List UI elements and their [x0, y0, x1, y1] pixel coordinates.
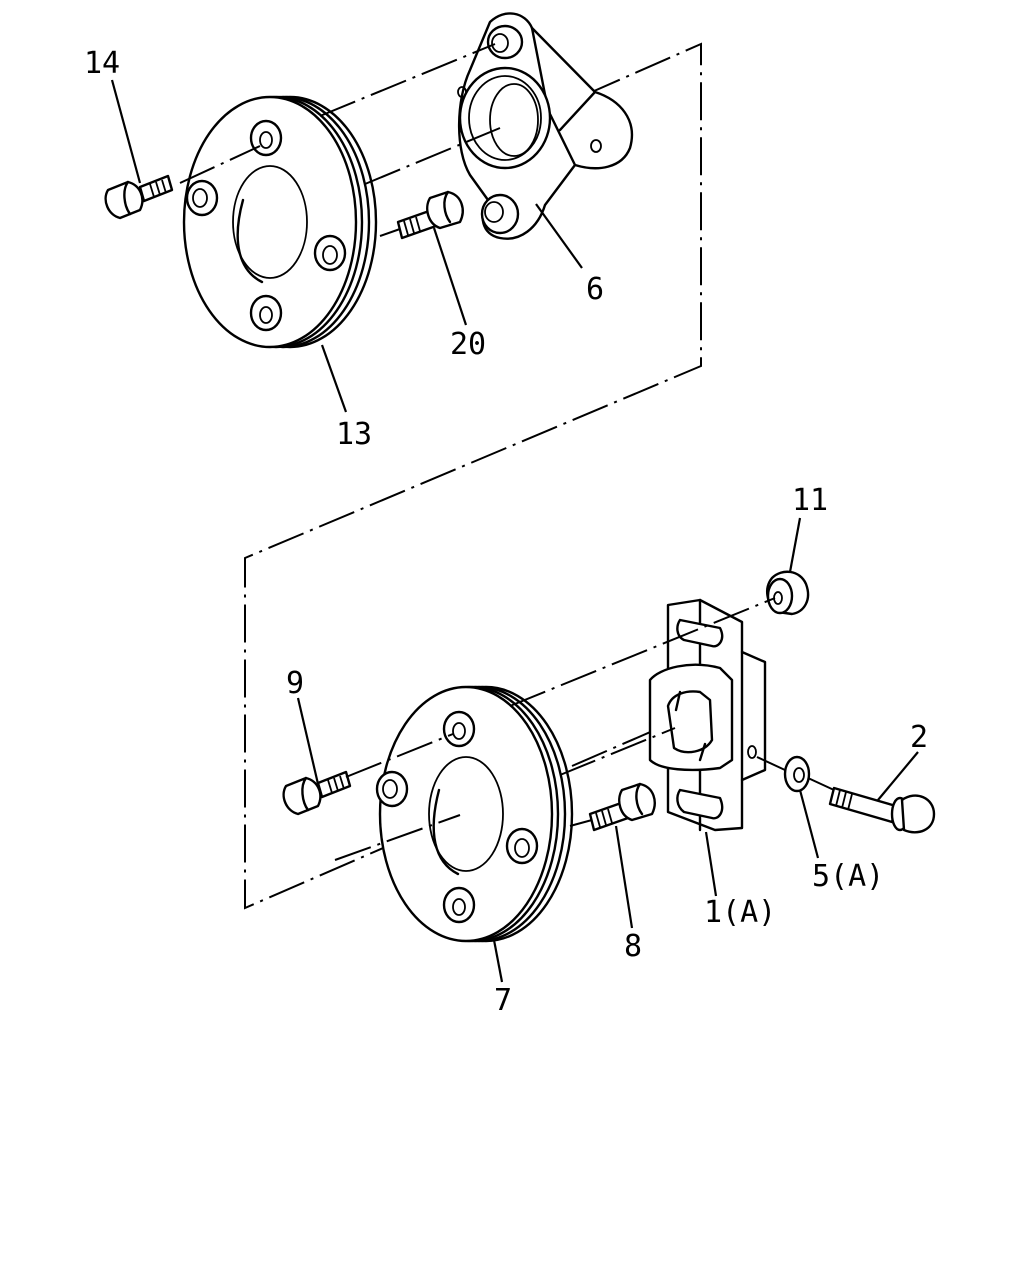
- callout-5a: 5(A): [812, 859, 884, 894]
- callout-8: 8: [624, 929, 642, 964]
- bottom-centerlines: [334, 597, 835, 861]
- coupling-disc-part-7: [375, 685, 574, 943]
- callout-1a: 1(A): [704, 895, 776, 930]
- callout-13: 13: [336, 417, 372, 452]
- bolt-part-14: [104, 174, 174, 220]
- spacer-part-11: [766, 570, 810, 616]
- bolt-part-2: [828, 786, 936, 834]
- callout-labels: 14 6 20 13 11 9 2 5(A) 1(A) 8 7: [84, 46, 928, 1018]
- coupling-disc-part-13: [182, 95, 378, 349]
- washer-part-5a: [783, 755, 811, 793]
- callout-7: 7: [494, 983, 512, 1018]
- bolt-part-8: [588, 782, 656, 832]
- callout-20: 20: [450, 327, 486, 362]
- callout-9: 9: [286, 666, 304, 701]
- top-centerlines: [179, 43, 501, 237]
- callout-14: 14: [84, 46, 120, 81]
- reference-plane: [244, 42, 702, 910]
- callout-6: 6: [586, 272, 604, 307]
- bolt-part-20: [396, 190, 464, 240]
- bolt-part-9: [282, 770, 352, 816]
- leader-lines: [110, 79, 919, 983]
- callout-2: 2: [910, 720, 928, 755]
- bracket-plate-part-1a: [648, 598, 767, 832]
- flange-bracket-part-6: [457, 12, 634, 240]
- callout-11: 11: [792, 483, 828, 518]
